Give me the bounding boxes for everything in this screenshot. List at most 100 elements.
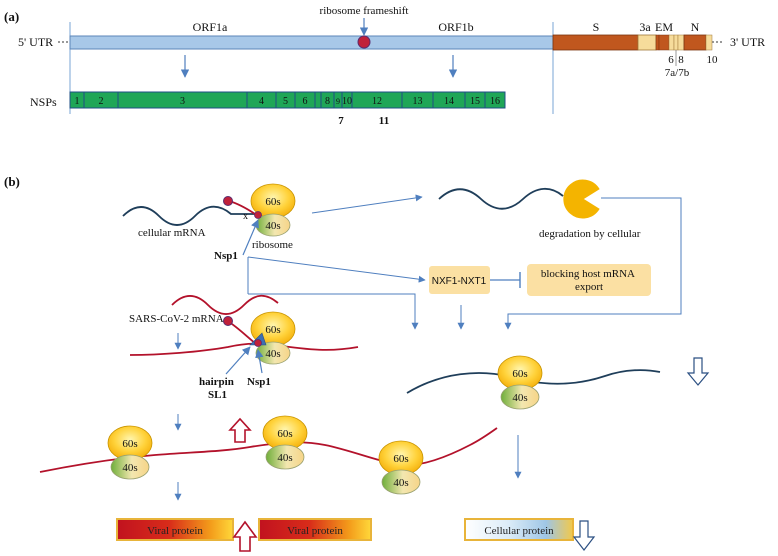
gene-8-label: 8 (678, 54, 684, 66)
nxf-label: NXF1-NXT1 (432, 276, 487, 287)
ribosome-4-40s-label: 40s (122, 462, 137, 474)
hollow-down-arrow-bottom (572, 520, 596, 551)
hollow-down-arrow-top (686, 357, 710, 386)
nsp-label-6: 6 (303, 96, 308, 107)
degradation-label: degradation by cellular (539, 228, 641, 240)
gene-m-bar (658, 34, 670, 51)
ribosome-3-40s-label: 40s (512, 392, 527, 404)
frameshift-dot (357, 35, 371, 49)
cellular-protein-bar (464, 518, 574, 541)
ribosome-5-40s-label: 40s (277, 452, 292, 464)
nsp-label-1: 1 (75, 96, 80, 107)
nsp-label-2: 2 (99, 96, 104, 107)
viral-mrna-translation (39, 427, 498, 473)
gene-6-label: 6 (668, 54, 674, 66)
cellular-mrna-strand (122, 205, 255, 226)
blocking-box (527, 264, 651, 296)
ribosome-3-60s-label: 60s (512, 368, 527, 380)
nsp1-label-1: Nsp1 (214, 250, 238, 262)
ribosome-6-40s-label: 40s (393, 477, 408, 489)
red-up-arrow-mid (228, 417, 252, 443)
ribosome-2-60s-label: 60s (265, 324, 280, 336)
nxf-box (429, 266, 490, 294)
ribosome-4-40s (110, 454, 150, 480)
red-up-arrow-bottom (232, 520, 258, 552)
orf1a-bar (69, 35, 366, 50)
gene-s-bar (552, 34, 639, 51)
gene-8-bar (677, 34, 685, 51)
nsp1-dot-1 (254, 211, 262, 219)
orf1b-bar (364, 35, 554, 50)
ribosome-1-60s-label: 60s (265, 196, 280, 208)
viral-protein-label-2: Viral protein (287, 525, 343, 537)
ribosome-6-60s-label: 60s (393, 453, 408, 465)
utr3-label: 3' UTR (730, 35, 765, 49)
gene-3a-bar (637, 34, 657, 51)
nsp-label-16: 16 (490, 96, 500, 107)
cellular-mrna-label: cellular mRNA (138, 227, 206, 239)
nsp-label-10: 10 (342, 96, 352, 107)
ribosome-4-60s-label: 60s (122, 438, 137, 450)
pacman-enzyme (563, 179, 600, 219)
nsp-label-3: 3 (180, 96, 185, 107)
sl1-label: SL1 (208, 389, 227, 401)
panel-b-label: (b) (4, 174, 20, 189)
mrna-cap-dot-1 (223, 196, 233, 206)
x-mark: x (243, 211, 248, 222)
nsp-label-12: 12 (372, 96, 382, 107)
nsp-label-14: 14 (444, 96, 454, 107)
sars-mrna-strand (171, 294, 279, 315)
nsp-segment-15 (484, 91, 506, 109)
hairpin-label: hairpin (199, 376, 234, 388)
nsp-label-9: 9 (336, 97, 340, 106)
blocking-label: blocking host mRNA export (541, 268, 637, 293)
ribosome-3-40s (500, 384, 540, 410)
frameshift-label: ribosome frameshift (320, 5, 409, 17)
arrow-to-middle (248, 293, 419, 330)
cellular-protein-label: Cellular protein (484, 525, 554, 537)
nsps-label: NSPs (30, 95, 57, 109)
gene-10-bar (705, 34, 713, 51)
nsp-7-label: 7 (338, 115, 344, 127)
arrow-to-nxf (247, 256, 425, 294)
hairpin-pointer (225, 346, 251, 375)
nsp-label-13: 13 (413, 96, 423, 107)
utr5-label: 5' UTR (18, 35, 53, 49)
gene-3a-label: 3a (639, 20, 651, 34)
nsp-label-15: 15 (470, 96, 480, 107)
degraded-mrna-strand (438, 187, 564, 210)
orf1b-label: ORF1b (438, 20, 473, 34)
gene-7ab-label: 7a/7b (665, 67, 690, 79)
gene-n-bar (683, 34, 707, 51)
nsp1-label-2: Nsp1 (247, 376, 271, 388)
gene-n-label: N (691, 20, 700, 34)
viral-protein-bar-1 (116, 518, 234, 541)
hollow-up-arrow-middle (238, 406, 252, 420)
gene-7-bar (673, 34, 679, 51)
gene-s-label: S (593, 20, 600, 34)
arrow-to-degradation (311, 194, 423, 214)
ribosome-6-40s (381, 469, 421, 495)
gene-10-label: 10 (707, 54, 719, 66)
nsp1-dot-2 (254, 339, 262, 347)
degradation-feedback-line (504, 197, 682, 330)
nsp-segment-7 (314, 91, 322, 109)
gene-e-bar (655, 34, 660, 51)
ribosome-2-40s-label: 40s (265, 348, 280, 360)
nsp-label-4: 4 (259, 96, 264, 107)
ribosome-1-40s-label: 40s (265, 220, 280, 232)
ribosome-5-40s (265, 444, 305, 470)
gene-6-bar (668, 34, 675, 51)
orf1a-label: ORF1a (193, 20, 228, 34)
nsp-label-5: 5 (283, 96, 288, 107)
nsp-label-8: 8 (325, 96, 330, 107)
sars-mrna-label: SARS-CoV-2 mRNA (129, 313, 224, 325)
viral-protein-bar-2 (258, 518, 372, 541)
cellular-mrna-translation (406, 369, 661, 394)
nsp1-pointer-1 (242, 219, 259, 256)
panel-a-label: (a) (4, 9, 19, 24)
nsp1-pointer-2 (255, 349, 264, 374)
mrna-cap-dot-2 (223, 316, 233, 326)
